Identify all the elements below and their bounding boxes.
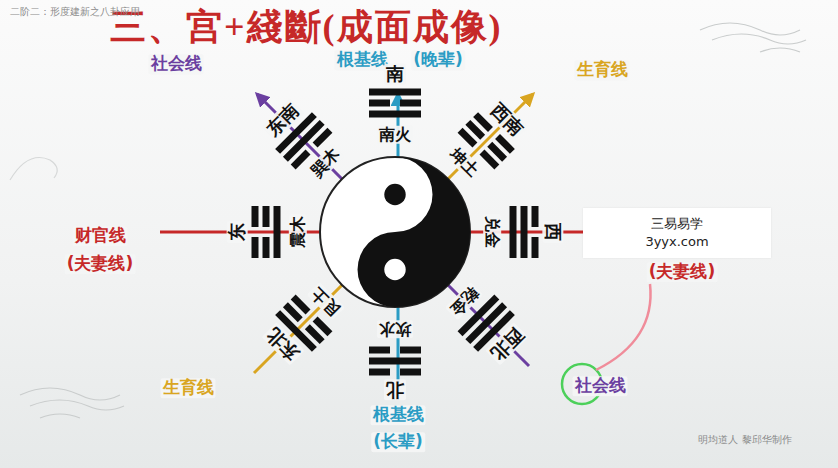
yin-dot (384, 184, 405, 205)
trigram-bar (293, 152, 308, 167)
header-note: 二阶二：形度建新之八卦应用 (10, 6, 140, 18)
trigram-bar (369, 100, 390, 107)
direction-label: 东 (227, 221, 248, 243)
credit-note: 明均道人 黎邱华制作 (698, 434, 791, 446)
trigram-bar (369, 111, 421, 118)
direction-label: 南 (384, 64, 406, 85)
trigram-bar (510, 206, 517, 258)
line-role: (夫妻线) (65, 254, 136, 274)
trigram-bar (263, 206, 270, 227)
trigram-bar (532, 237, 539, 258)
yin-yang-disc (320, 157, 470, 307)
line-name: 财官线 (73, 226, 128, 246)
watermark-box: 三易易学3yyx.com (583, 208, 771, 258)
line-role: (晚辈) (411, 50, 465, 70)
watermark-text: 3yyx.com (583, 233, 771, 251)
line-group (160, 94, 590, 382)
yang-dot (384, 259, 405, 280)
trigram-bar (274, 206, 281, 258)
direction-label: 西 (543, 221, 564, 243)
line-name: 生育线 (161, 378, 216, 398)
trigram-bar (490, 144, 505, 159)
cloud-decoration (10, 23, 806, 418)
line-role: (长辈) (371, 432, 425, 452)
line-name: 社会线 (573, 376, 628, 396)
title: 三、宫+綫斷(成面成像) (110, 8, 503, 48)
trigram-element: 坎水 (377, 320, 413, 338)
trigram-bar (532, 206, 539, 227)
yin-half (358, 157, 470, 307)
watermark-text: 三易易学 (583, 215, 771, 233)
trigram-bar (369, 89, 421, 96)
trigram-element: 南火 (377, 126, 413, 144)
line-name: 社会线 (149, 54, 204, 74)
trigram-bar (293, 297, 308, 312)
birth-line (254, 94, 533, 373)
trigram-bar (252, 206, 259, 227)
trigram-bar (460, 130, 475, 145)
direction-label: 北 (384, 380, 406, 401)
trigram-group (255, 92, 535, 372)
trigram-element: 兑金 (483, 214, 501, 250)
line-role: (夫妻线) (647, 262, 718, 282)
trigram-bar (400, 369, 421, 376)
trigram-bar (400, 100, 421, 107)
pointer-curve (596, 284, 651, 370)
trigram-bar (263, 237, 270, 258)
social-line (257, 94, 529, 366)
trigram-element: 震木 (289, 214, 307, 250)
trigram-bar (307, 327, 322, 342)
trigram-bar (285, 305, 300, 320)
trigram-bar (369, 358, 421, 365)
line-name: 根基线 (371, 405, 426, 425)
line-name: 生育线 (575, 60, 630, 80)
trigram-bar (315, 319, 330, 334)
trigram-bar (482, 152, 497, 167)
yin-yang-symbol (320, 157, 470, 307)
trigram-bar (369, 347, 390, 354)
trigram-bar (521, 206, 528, 258)
trigram-bar (369, 369, 390, 376)
trigram-bar (315, 130, 330, 145)
trigram-bar (400, 347, 421, 354)
trigram-bar (468, 122, 483, 137)
trigram-bar (252, 237, 259, 258)
line-name: 根基线 (335, 50, 390, 70)
